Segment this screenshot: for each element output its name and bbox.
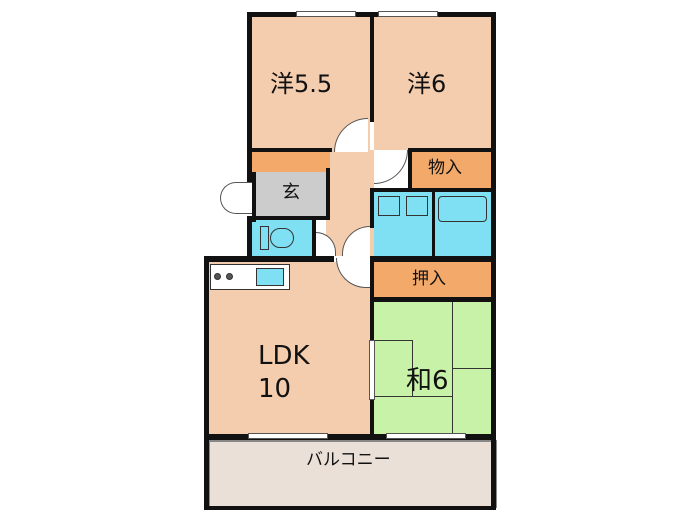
wall-room2-bottom — [408, 148, 496, 152]
wall-left-upper — [247, 12, 252, 187]
toilet-bowl — [270, 228, 294, 248]
wall-hall-left — [326, 168, 330, 220]
wall-bottom — [204, 434, 496, 440]
balcony — [208, 440, 497, 508]
tatami-line-5 — [452, 368, 491, 369]
entrance-label: 玄 — [282, 182, 300, 203]
wall-balcony-bottom — [204, 506, 496, 510]
tatami-line-4 — [374, 396, 452, 397]
stove-burner-2 — [226, 273, 233, 280]
wall-balcony-right — [491, 440, 496, 510]
window-japanese — [386, 433, 466, 439]
wall-toilet-right — [312, 216, 316, 256]
tatami-line-3 — [412, 340, 413, 396]
window-room1 — [296, 11, 356, 17]
wall-room1-bottom — [252, 148, 332, 152]
storage-room — [412, 150, 491, 188]
tatami-line-2 — [374, 340, 412, 341]
wall-left-toilet — [247, 216, 252, 260]
wall-closet-bottom — [370, 297, 496, 302]
wall-bath-divider — [432, 192, 435, 256]
wall-wet-bottom — [370, 256, 496, 262]
western-room-2-label: 洋6 — [407, 70, 447, 98]
door-entrance — [220, 182, 252, 214]
storage-label: 物入 — [428, 158, 462, 178]
wall-wet-left — [370, 188, 374, 228]
entrance — [256, 172, 326, 216]
wall-storage-left — [408, 148, 412, 190]
washing-machine — [406, 196, 428, 216]
wall-wet-top — [370, 188, 410, 192]
bathtub — [438, 196, 487, 222]
wall-entrance-bottom — [252, 216, 330, 220]
sliding-door-ldk-japanese — [369, 340, 375, 400]
window-ldk — [248, 433, 328, 439]
washbasin — [378, 196, 400, 216]
closet-label: 押入 — [412, 269, 446, 289]
window-room2 — [378, 11, 438, 17]
wall-ldk-left — [204, 256, 209, 440]
western-room-1-label: 洋5.5 — [270, 70, 333, 98]
balcony-label: バルコニー — [306, 450, 391, 470]
wall-ldk-top — [204, 256, 334, 262]
wall-balcony-left — [204, 440, 209, 510]
wall-storage-bottom — [408, 188, 496, 192]
wall-mid-vertical — [370, 12, 374, 122]
stove-burner-1 — [214, 273, 221, 280]
japanese-room-label: 和6 — [406, 366, 449, 396]
wall-left-entrance — [252, 172, 256, 222]
western-room-2 — [374, 16, 491, 150]
hallway-top-strip — [252, 150, 330, 172]
closet — [374, 262, 491, 298]
wall-right — [491, 12, 496, 440]
ldk-label: LDK 10 — [258, 341, 310, 404]
kitchen-sink — [256, 268, 284, 286]
toilet-tank — [260, 226, 269, 250]
ldk-room — [208, 262, 370, 434]
door-room2 — [374, 150, 408, 184]
